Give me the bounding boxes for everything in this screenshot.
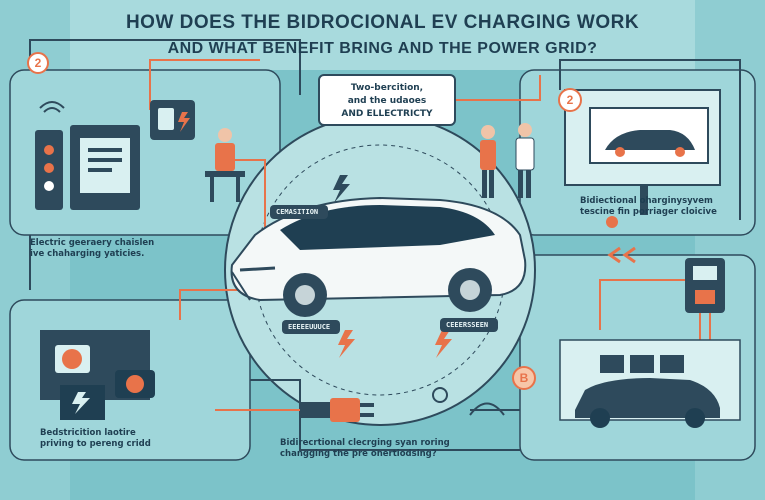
caption-top-left: Electric geeraery chaislen ive chahargin…	[30, 238, 154, 260]
badge-top-left-circle	[27, 52, 49, 74]
lightning-icon-bottom-right	[435, 330, 452, 358]
caption-top-left-line-2: ive chaharging yaticies.	[30, 249, 145, 259]
badge-bottom-right: B	[519, 371, 529, 385]
car-tag-left: CEMASITION	[276, 208, 319, 216]
badge-top-right-circle	[558, 88, 582, 112]
charger-kiosk-illustration	[35, 100, 245, 210]
plug-icon	[300, 398, 374, 422]
gear-icon	[432, 387, 448, 403]
caption-top-left-line-1: Electric geeraery chaislen	[30, 238, 155, 248]
caption-bottom-left: Bedstricition laotire priving to pereng …	[40, 428, 151, 450]
top-band	[70, 0, 695, 70]
wifi-icon	[39, 101, 65, 113]
info-dot-icon	[606, 216, 618, 228]
people-illustration	[480, 123, 535, 198]
tag-left-box	[270, 205, 328, 219]
lightning-icon-bottom-left	[338, 330, 355, 358]
lightning-icon-left	[333, 175, 350, 203]
caption-bottom-center-line-2: changging the pre onertiodsing?	[280, 449, 437, 459]
ev-car-illustration	[230, 196, 527, 317]
badge-top-left: 2	[34, 56, 42, 70]
wire-lines	[29, 39, 741, 451]
title-line-1: HOW DOES THE BIDROCIONAL EV CHARGING WOR…	[125, 12, 640, 33]
caption-top-right-line-1: Bidiectional oharginysyvem	[580, 196, 713, 206]
speech-bubble-line-1: Two-bercition,	[350, 83, 424, 93]
caption-bottom-center: Bidirecrtional clecrging syan roring cha…	[280, 438, 450, 460]
charging-station-illustration	[559, 258, 741, 428]
speech-bubble-line-2: and the udaoes	[347, 96, 427, 106]
badge-bottom-right-circle	[512, 366, 536, 390]
car-tag-bottom-left: EEEEEUUUCE	[288, 323, 331, 331]
caption-top-right-line-2: tescine fin porriager cloicive	[580, 207, 717, 217]
tag-bottom-right-box	[440, 318, 498, 332]
tag-bottom-left-box	[282, 320, 340, 334]
battery-units-illustration	[40, 330, 155, 420]
billboard-illustration	[564, 89, 721, 215]
caption-top-right: Bidiectional oharginysyvem tescine fin p…	[580, 196, 717, 218]
chevron-left-icon	[607, 246, 636, 264]
signal-arc-icon	[469, 402, 505, 416]
car-tag-bottom-right: CEEERSSEEN	[446, 321, 489, 329]
caption-bottom-left-line-1: Bedstricition laotire	[40, 428, 136, 438]
speech-bubble-line-3: AND ELLECTRICTY	[341, 109, 433, 119]
speech-bubble: Two-bercition, and the udaoes AND ELLECT…	[318, 74, 456, 126]
badge-top-right: 2	[566, 93, 574, 107]
caption-bottom-center-line-1: Bidirecrtional clecrging syan roring	[280, 438, 450, 448]
caption-bottom-left-line-2: priving to pereng cridd	[40, 439, 151, 449]
title-line-2: AND WHAT BENEFIT BRING AND THE POWER GRI…	[167, 40, 598, 57]
